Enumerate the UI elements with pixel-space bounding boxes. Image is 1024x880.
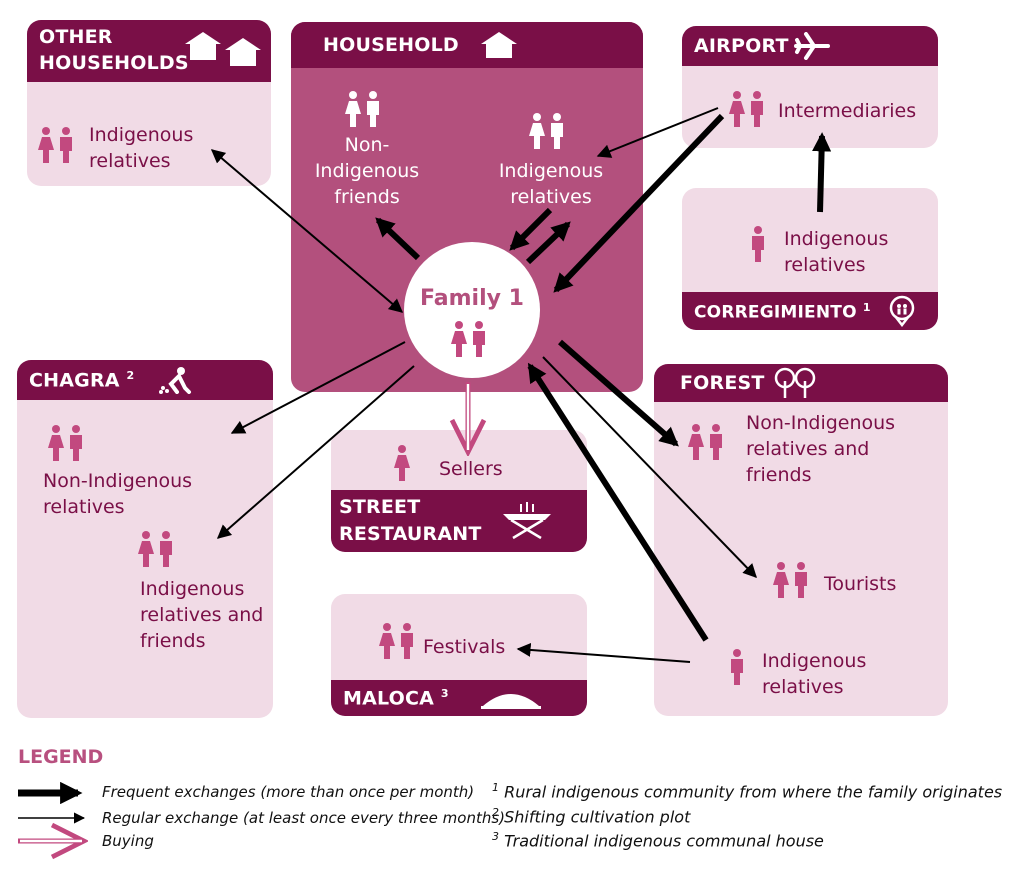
corregimiento-header: CORREGIMIENTO 1 — [682, 292, 938, 330]
street-header: STREET RESTAURANT — [331, 490, 587, 552]
corregimiento-sup: 1 — [862, 301, 871, 314]
chagra-sup: 2 — [126, 369, 135, 382]
person-pair-household-ind — [529, 113, 563, 149]
forest-tourists-label: Tourists — [824, 573, 897, 595]
house-icon — [481, 32, 517, 58]
chagra-title: CHAGRA — [29, 369, 120, 392]
legend-note-2-sup: 2 — [492, 806, 499, 819]
arrow-family-household-ind — [525, 221, 571, 265]
chagra-indigenous-label: Indigenous relatives and friends — [140, 578, 264, 652]
person-pair-chagra-ind — [138, 531, 172, 567]
arrow-family-chagra-non — [230, 341, 406, 434]
legend-note-2: 2 Shifting cultivation plot — [492, 806, 690, 826]
legend-regular-label: Regular exchange (at least once every th… — [102, 809, 506, 827]
person-pair-family — [451, 321, 485, 357]
legend-note-2-text: Shifting cultivation plot — [504, 807, 691, 827]
planting-person-icon — [159, 367, 191, 394]
corregimiento-box: Indigenous relatives CORREGIMIENTO 1 — [682, 188, 938, 330]
person-sellers — [394, 445, 410, 481]
person-forest-ind — [731, 649, 743, 685]
two-houses-icon — [185, 32, 261, 66]
other-households-box: OTHER HOUSEHOLDS Indigenous relatives — [27, 20, 271, 186]
person-pair-chagra-non — [48, 425, 82, 461]
person-pair-airport — [729, 91, 763, 127]
location-pin-icon — [889, 295, 915, 327]
household-header: HOUSEHOLD — [291, 22, 643, 68]
airport-header: AIRPORT — [682, 26, 938, 66]
person-pair-festivals — [379, 623, 413, 659]
family-label: Family 1 — [420, 286, 524, 311]
people-icons — [38, 91, 807, 685]
legend-note-3-sup: 3 — [492, 830, 499, 843]
arrow-corregimiento-airport — [811, 132, 832, 213]
corregimiento-label: Indigenous relatives — [784, 228, 889, 276]
maloca-label: Festivals — [423, 636, 506, 658]
legend-note-3-text: Traditional indigenous communal house — [504, 831, 824, 851]
forest-non-indigenous-label: Non-Indigenous relatives and friends — [746, 412, 896, 486]
arrow-family-household-non — [375, 217, 421, 261]
person-pair-tourists — [773, 562, 807, 598]
person-pair-other-households — [38, 127, 72, 163]
person-pair-forest-non — [688, 424, 722, 460]
airport-title: AIRPORT — [694, 35, 789, 57]
arrow-forest-festivals — [516, 642, 691, 663]
legend-note-1-sup: 1 — [492, 781, 499, 794]
legend-note-3: 3 Traditional indigenous communal house — [492, 830, 824, 850]
maloca-box: Festivals MALOCA 3 — [331, 594, 587, 716]
chagra-header: CHAGRA 2 — [17, 360, 273, 400]
household-title: HOUSEHOLD — [323, 34, 459, 56]
legend-title: LEGEND — [18, 746, 104, 768]
airplane-icon — [794, 32, 830, 60]
forest-indigenous-label: Indigenous relatives — [762, 650, 867, 698]
household-indigenous-label: Indigenous relatives — [498, 160, 604, 208]
family-circle: Family 1 — [404, 242, 540, 378]
legend-note-1: 1 Rural indigenous community from where … — [492, 781, 1002, 801]
arrow-family-other-households — [210, 149, 404, 313]
arrow-airport-household — [596, 107, 719, 158]
forest-header: FOREST — [654, 364, 948, 402]
arrow-airport-family — [553, 113, 725, 293]
airport-label: Intermediaries — [778, 100, 917, 122]
street-label: Sellers — [439, 458, 503, 480]
legend-buying-label: Buying — [102, 832, 154, 850]
arrow-household-ind-family — [509, 207, 553, 251]
maloca-title: MALOCA — [343, 687, 435, 710]
airport-box: AIRPORT Intermediaries — [682, 26, 938, 148]
arrow-forest-ind-family — [527, 362, 709, 642]
trees-icon — [774, 367, 816, 398]
chagra-non-indigenous-label: Non-Indigenous relatives — [43, 470, 193, 518]
forest-title: FOREST — [680, 372, 765, 394]
person-pair-household-non — [345, 91, 379, 127]
corregimiento-title: CORREGIMIENTO — [694, 302, 857, 323]
street-restaurant-box: Sellers STREET RESTAURANT — [331, 430, 587, 552]
street-title: STREET RESTAURANT — [339, 496, 482, 545]
arrow-family-forest-non — [558, 339, 679, 447]
maloca-header: MALOCA 3 — [331, 680, 587, 716]
grill-icon — [503, 502, 551, 540]
arrow-family-chagra-ind — [216, 365, 415, 539]
legend-frequent-label: Frequent exchanges (more than once per m… — [102, 783, 475, 801]
legend-note-1-text: Rural indigenous community from where th… — [504, 782, 1003, 802]
forest-box: FOREST Non-Indigenous relatives and frie… — [654, 364, 948, 716]
person-corregimiento — [752, 226, 764, 262]
people-icons-household — [345, 91, 563, 149]
communal-house-icon — [481, 694, 541, 709]
other-households-label: Indigenous relatives — [89, 124, 194, 172]
other-households-title: OTHER HOUSEHOLDS — [39, 26, 189, 74]
maloca-sup: 3 — [440, 687, 449, 700]
arrow-family-tourists — [542, 356, 757, 579]
other-households-header: OTHER HOUSEHOLDS — [27, 20, 271, 82]
chagra-box: CHAGRA 2 Non-Indigenous relatives Indige… — [17, 360, 273, 718]
